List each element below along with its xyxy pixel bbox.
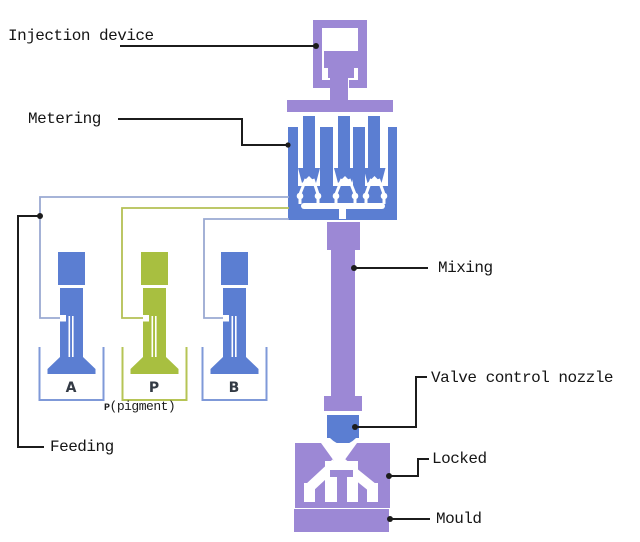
metering-collector-channel (301, 203, 385, 209)
melt-flow-arrows (298, 116, 386, 183)
label-metering: Metering (28, 110, 101, 128)
pointer-feeding (17, 215, 44, 448)
label-mixing: Mixing (438, 259, 493, 277)
label-mould: Mould (436, 510, 482, 528)
injection-cylinder-frame (313, 20, 367, 88)
container-b-outline (201, 347, 268, 401)
supply-line-p (121, 207, 289, 319)
mould-shape (294, 509, 389, 532)
metering-runner-channels (298, 178, 386, 204)
valve-nozzle-shape (327, 415, 359, 445)
metering-runner-ports (296, 192, 388, 200)
supply-lines (39, 196, 289, 319)
label-feeding: Feeding (50, 438, 114, 456)
label-injection-device: Injection device (8, 27, 154, 45)
injection-plunger-head (324, 51, 358, 68)
material-p-label: P (148, 380, 160, 396)
feed-pump-p (121, 252, 188, 401)
clamp-locked-shape (295, 443, 390, 508)
feed-pump-b (201, 252, 268, 401)
cavity-right-slot (367, 483, 378, 502)
cavity-left-slot (304, 483, 315, 502)
pointer-valve-nozzle (355, 376, 427, 428)
pointer-lines (17, 43, 430, 522)
pointer-locked (389, 458, 429, 477)
label-locked: Locked (432, 450, 487, 468)
pigment-note: P(pigment) (104, 399, 176, 416)
injection-plunger-mid (328, 68, 354, 78)
metering-outlet-channel (339, 209, 346, 219)
sprue-funnel (321, 443, 357, 461)
injection-crosshead-bar (287, 100, 393, 112)
core-cap (330, 470, 353, 477)
material-a-label: A (65, 380, 77, 396)
pigment-note-prefix: P (104, 403, 110, 414)
pointer-metering (118, 118, 288, 146)
material-b-label: B (228, 380, 240, 396)
pigment-note-suffix: (pigment) (109, 399, 176, 414)
injection-plunger-stem (330, 78, 348, 102)
injection-device-shape (287, 20, 393, 112)
metering-divider-2 (353, 127, 365, 186)
metering-block-shape (288, 116, 397, 220)
label-valve-control-nozzle: Valve control nozzle (431, 369, 614, 387)
metering-divider-1 (320, 127, 333, 186)
supply-line-b (203, 218, 289, 319)
container-p-outline (121, 347, 188, 401)
supply-line-a (39, 196, 289, 319)
mixing-bar-shape (324, 222, 362, 411)
feed-pump-a (38, 252, 105, 401)
container-a-outline (38, 347, 105, 401)
core-column (337, 477, 347, 502)
